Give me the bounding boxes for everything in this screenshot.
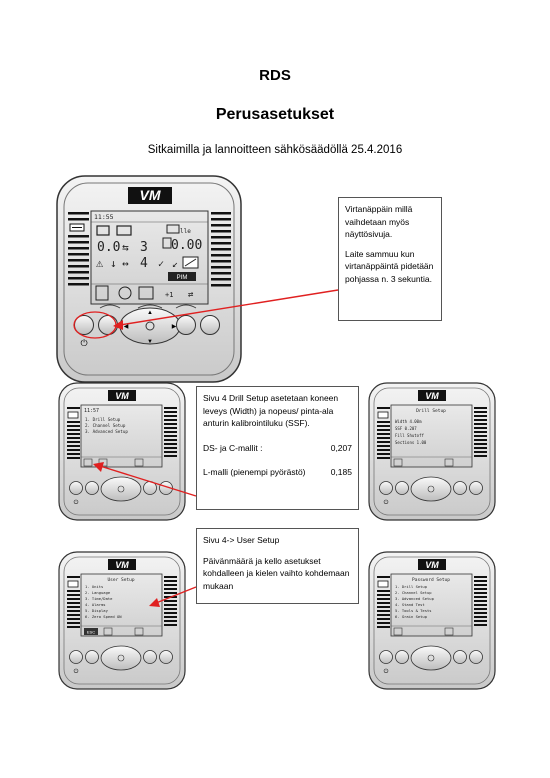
- callout-power-line1: Virtanäppäin millä vaihdetaan myös näytt…: [345, 204, 413, 239]
- svg-text:4. Alarms: 4. Alarms: [85, 602, 106, 607]
- svg-text:0.0: 0.0: [97, 240, 120, 255]
- svg-text:⇆: ⇆: [122, 241, 129, 254]
- svg-text:1. Drill Setup: 1. Drill Setup: [85, 417, 121, 422]
- svg-text:3. Advanced Setup: 3. Advanced Setup: [395, 596, 435, 601]
- svg-text:ESC: ESC: [87, 630, 95, 635]
- svg-text:11:55: 11:55: [94, 213, 114, 221]
- menu-icon: [69, 223, 85, 232]
- svg-text:1. Units: 1. Units: [85, 584, 103, 589]
- bin-icon: [166, 224, 180, 234]
- row-value: 0,185: [330, 467, 352, 477]
- callout-power: Virtanäppäin millä vaihdetaan myös näytt…: [338, 197, 442, 321]
- row-value: 0,207: [330, 442, 352, 453]
- hopper-icon: [138, 286, 154, 300]
- svg-text:User Setup: User Setup: [107, 577, 134, 583]
- svg-text:▲: ▲: [147, 310, 153, 316]
- svg-text:▶: ▶: [172, 324, 177, 330]
- svg-text:3. Time/Date: 3. Time/Date: [85, 596, 113, 601]
- soft-button-4[interactable]: [200, 315, 220, 335]
- arrow-user: [149, 586, 197, 607]
- svg-text:2. Channel Setup: 2. Channel Setup: [85, 423, 126, 428]
- vm-logo: VM: [128, 187, 172, 204]
- page-note: Sitkaimilla ja lannoitteen sähkösäädöllä…: [147, 144, 403, 156]
- svg-text:+1: +1: [165, 291, 173, 299]
- callout-user-text: Päivänmäärä ja kello asetukset kohdallee…: [203, 555, 350, 591]
- svg-text:2. Channel Setup: 2. Channel Setup: [395, 590, 432, 595]
- device-drill-setup: VM Drill Setup Width 4.00m SSF 0.207 Fil…: [368, 382, 496, 521]
- soft-button-3[interactable]: [176, 315, 196, 335]
- callout-drill: Sivu 4 Drill Setup asetetaan koneen leve…: [196, 386, 359, 510]
- svg-text:Drill Setup: Drill Setup: [416, 408, 446, 414]
- svg-text:⏻: ⏻: [74, 668, 79, 675]
- callout-drill-intro: Sivu 4 Drill Setup asetetaan koneen leve…: [203, 393, 339, 428]
- main-lcd-screen: 11:55 lle 0.0 ⇆ 3 0.00 ⚠ ↓ ↔ 4 ✓ ↙ PIM: [90, 210, 209, 305]
- svg-text:lle: lle: [180, 228, 191, 235]
- svg-text:⏻: ⏻: [384, 668, 389, 675]
- device-password-setup: VM Password Setup 1. Drill Setup 2. Chan…: [368, 551, 496, 690]
- svg-text:5. Display: 5. Display: [85, 608, 109, 613]
- wheel-icon: [118, 286, 132, 300]
- callout-user: Sivu 4-> User Setup Päivänmäärä ja kello…: [196, 528, 359, 604]
- seed-icon: [96, 225, 110, 236]
- svg-text:↓: ↓: [110, 257, 117, 270]
- svg-text:1. Drill Setup: 1. Drill Setup: [395, 584, 428, 589]
- svg-text:VM: VM: [115, 560, 129, 570]
- svg-text:11:57: 11:57: [84, 408, 99, 414]
- svg-text:⏻: ⏻: [74, 499, 79, 506]
- arrow-power: [113, 289, 339, 330]
- svg-text:5. Tools & Tests: 5. Tools & Tests: [395, 608, 432, 613]
- row-label: DS- ja C-mallit :: [203, 442, 263, 453]
- right-grille: [211, 212, 231, 287]
- svg-text:VM: VM: [425, 560, 439, 570]
- svg-text:Sections 1.00: Sections 1.00: [395, 440, 427, 445]
- device-main: VM 11:55: [56, 175, 242, 383]
- check-icon: ✓: [158, 259, 164, 270]
- svg-text:Password Setup: Password Setup: [412, 577, 450, 583]
- svg-text:6. Grain Setup: 6. Grain Setup: [395, 614, 428, 619]
- area-icon: [162, 237, 172, 249]
- svg-text:3. Advanced Setup: 3. Advanced Setup: [85, 429, 128, 434]
- svg-text:⇄: ⇄: [188, 290, 194, 300]
- callout-user-heading: Sivu 4-> User Setup: [203, 535, 280, 545]
- svg-text:PIM: PIM: [177, 275, 188, 281]
- svg-text:VM: VM: [115, 391, 129, 401]
- page-subtitle: Perusasetukset: [215, 106, 335, 123]
- page-title: RDS: [259, 67, 291, 84]
- svg-text:4. Stand Test: 4. Stand Test: [395, 602, 425, 607]
- svg-text:VM: VM: [140, 187, 161, 203]
- svg-text:↔: ↔: [122, 257, 129, 270]
- device-user-setup: VM User Setup 1. Units 2. Language 3. Ti…: [58, 551, 186, 690]
- svg-text:4: 4: [140, 256, 148, 271]
- svg-text:↙: ↙: [172, 259, 178, 270]
- svg-text:0.00: 0.00: [171, 238, 202, 253]
- warning-icon: ⚠: [96, 256, 104, 270]
- callout-power-line2: Laite sammuu kun virtanäppäintä pidetään…: [345, 248, 434, 284]
- svg-text:⏻: ⏻: [384, 499, 389, 506]
- svg-text:▼: ▼: [147, 339, 153, 345]
- drill-icon: [95, 285, 109, 301]
- arrow-drill: [93, 462, 197, 497]
- power-icon: ⏻: [80, 338, 87, 349]
- left-grille: [68, 212, 89, 286]
- svg-text:Width 4.00m: Width 4.00m: [395, 419, 422, 424]
- callout-drill-row: L-malli (pienempi pyörästö) 0,185: [203, 466, 352, 479]
- soft-button-1[interactable]: [98, 315, 118, 335]
- device-drill-menu: VM 11:57 1. Drill Setup 2. Channel Setup…: [58, 382, 186, 521]
- svg-text:2. Language: 2. Language: [85, 590, 111, 595]
- svg-text:◀: ◀: [124, 324, 129, 330]
- row-label: L-malli (pienempi pyörästö): [203, 467, 306, 477]
- callout-drill-row: DS- ja C-mallit : 0,207: [203, 442, 352, 455]
- svg-text:6. Zero Speed ON: 6. Zero Speed ON: [85, 614, 122, 619]
- svg-text:3: 3: [140, 240, 148, 255]
- tractor-icon: [116, 225, 132, 236]
- svg-text:Fill Shutoff: Fill Shutoff: [395, 433, 424, 438]
- svg-text:SSF 0.207: SSF 0.207: [395, 426, 417, 431]
- svg-text:VM: VM: [425, 391, 439, 401]
